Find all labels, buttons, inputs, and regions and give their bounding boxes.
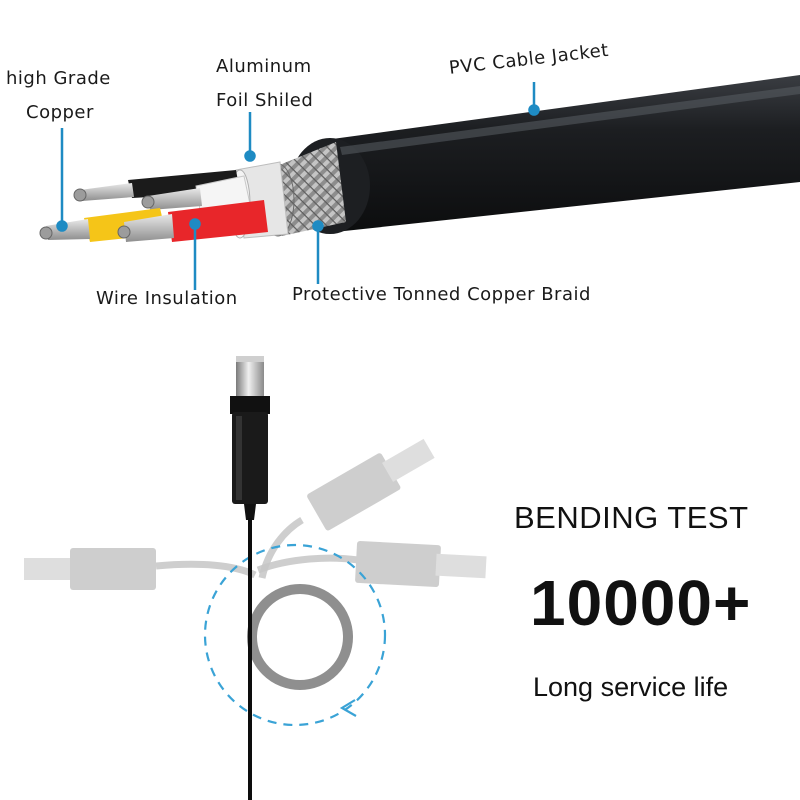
label-copper-line2: Copper: [26, 102, 94, 123]
rotation-arrow-icon: [339, 699, 357, 717]
main-cable: [230, 356, 270, 800]
label-copper-line1: high Grade: [6, 68, 111, 89]
leader-lines: [56, 82, 540, 290]
bending-test-subtitle: Long service life: [533, 672, 729, 702]
conductor-red: [117, 200, 268, 242]
pvc-cable-jacket: [290, 75, 800, 234]
label-insulation: Wire Insulation: [96, 288, 238, 309]
bending-test-title: BENDING TEST: [514, 500, 749, 535]
label-braid: Protective Tonned Copper Braid: [292, 284, 591, 305]
bending-test-count: 10000+: [530, 567, 752, 639]
bend-ring: [247, 584, 353, 690]
label-foil-line2: Foil Shiled: [216, 90, 314, 111]
rotation-dashed-circle: [203, 543, 387, 727]
conductor-white: [141, 175, 251, 211]
label-foil-line1: Aluminum: [216, 56, 312, 77]
ghost-cable-right: [256, 540, 487, 588]
ghost-cable-upper: [258, 438, 435, 579]
